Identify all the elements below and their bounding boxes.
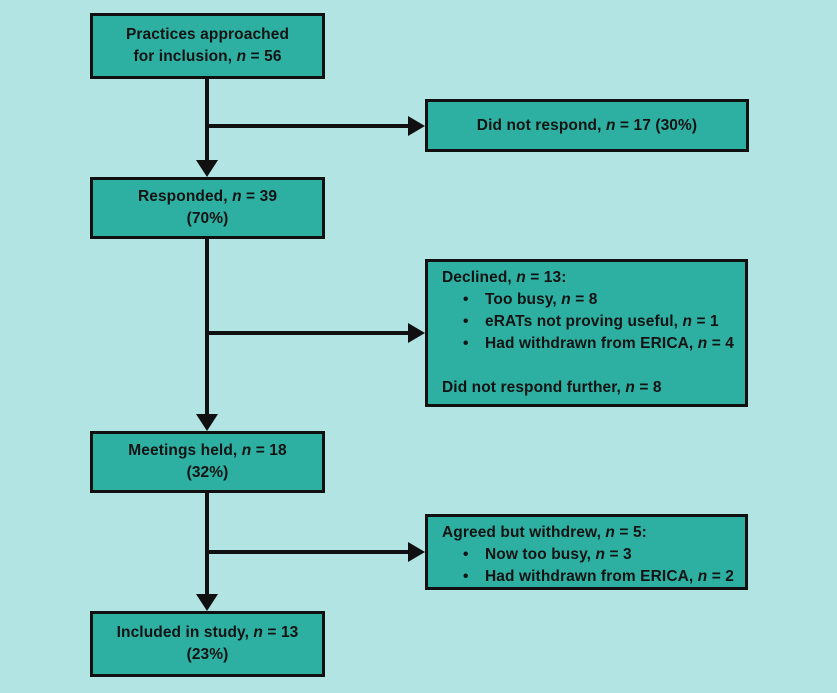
box-text-spacer — [442, 355, 735, 377]
flow-box-meetings-held: Meetings held, n = 18 (32%) — [90, 431, 325, 493]
box-text-line: Practices approached — [126, 24, 289, 46]
flow-box-declined: Declined, n = 13: • Too busy, n = 8 • eRATs … — [425, 259, 748, 407]
box-text: Declined, n = 13: — [442, 269, 567, 286]
connector-branch-2 — [207, 331, 410, 335]
box-text: Now too busy, n = 3 — [485, 546, 632, 563]
box-text: Had withdrawn from ERICA, n = 2 — [485, 568, 734, 585]
box-text: Responded, n = 39 — [137, 188, 278, 205]
flow-box-practices-approached: Practices approached for inclusion, n = 5… — [90, 13, 325, 79]
arrowhead-down-icon — [196, 594, 218, 611]
bullet-icon: • — [463, 568, 469, 585]
box-text-line: (70%) — [187, 208, 229, 230]
box-text: Practices approached — [125, 26, 290, 43]
box-text-line: • Too busy, n = 8 — [442, 289, 735, 311]
arrowhead-right-icon — [408, 323, 425, 343]
flow-box-responded: Responded, n = 39 (70%) — [90, 177, 325, 239]
box-text: Did not respond, n = 17 (30%) — [476, 116, 698, 134]
box-text-line: • Had withdrawn from ERICA, n = 2 — [442, 566, 735, 588]
box-text-line: • Now too busy, n = 3 — [442, 544, 735, 566]
connector-vertical-2 — [205, 239, 209, 414]
arrowhead-down-icon — [196, 160, 218, 177]
box-text: Did not respond further, n = 8 — [442, 379, 662, 396]
box-text: Had withdrawn from ERICA, n = 4 — [485, 335, 734, 352]
box-text: eRATs not proving useful, n = 1 — [485, 313, 719, 330]
box-text: Agreed but withdrew, n = 5: — [442, 524, 647, 541]
flow-box-included-in-study: Included in study, n = 13 (23%) — [90, 611, 325, 677]
connector-branch-3 — [207, 550, 410, 554]
flow-box-did-not-respond: Did not respond, n = 17 (30%) — [425, 99, 749, 152]
box-text-line: Did not respond further, n = 8 — [442, 377, 735, 399]
box-text-line: for inclusion, n = 56 — [133, 46, 281, 68]
box-text: Too busy, n = 8 — [485, 291, 598, 308]
connector-vertical-3 — [205, 493, 209, 594]
box-text-line: Agreed but withdrew, n = 5: — [442, 522, 735, 544]
box-text: (32%) — [186, 464, 229, 481]
arrowhead-right-icon — [408, 116, 425, 136]
box-text: (70%) — [186, 210, 229, 227]
bullet-icon: • — [463, 313, 469, 330]
bullet-icon: • — [463, 291, 469, 308]
arrowhead-down-icon — [196, 414, 218, 431]
connector-vertical-1 — [205, 79, 209, 161]
box-text-line: (32%) — [187, 462, 229, 484]
box-text-line: Did not respond, n = 17 (30%) — [477, 115, 697, 137]
box-text-line: (23%) — [187, 644, 229, 666]
bullet-icon: • — [463, 335, 469, 352]
connector-branch-1 — [207, 124, 410, 128]
box-text: Included in study, n = 13 — [116, 624, 299, 641]
box-text: for inclusion, n = 56 — [133, 48, 282, 65]
bullet-icon: • — [463, 546, 469, 563]
box-text-line: • eRATs not proving useful, n = 1 — [442, 311, 735, 333]
box-text: Meetings held, n = 18 — [128, 442, 287, 459]
box-text-line: Meetings held, n = 18 — [128, 440, 286, 462]
box-text-line: Included in study, n = 13 — [117, 622, 299, 644]
flow-box-agreed-but-withdrew: Agreed but withdrew, n = 5: • Now too busy… — [425, 514, 748, 590]
arrowhead-right-icon — [408, 542, 425, 562]
box-text-line: • Had withdrawn from ERICA, n = 4 — [442, 333, 735, 355]
box-text: (23%) — [186, 646, 229, 663]
box-text-line: Responded, n = 39 — [138, 186, 277, 208]
box-text-line: Declined, n = 13: — [442, 267, 735, 289]
